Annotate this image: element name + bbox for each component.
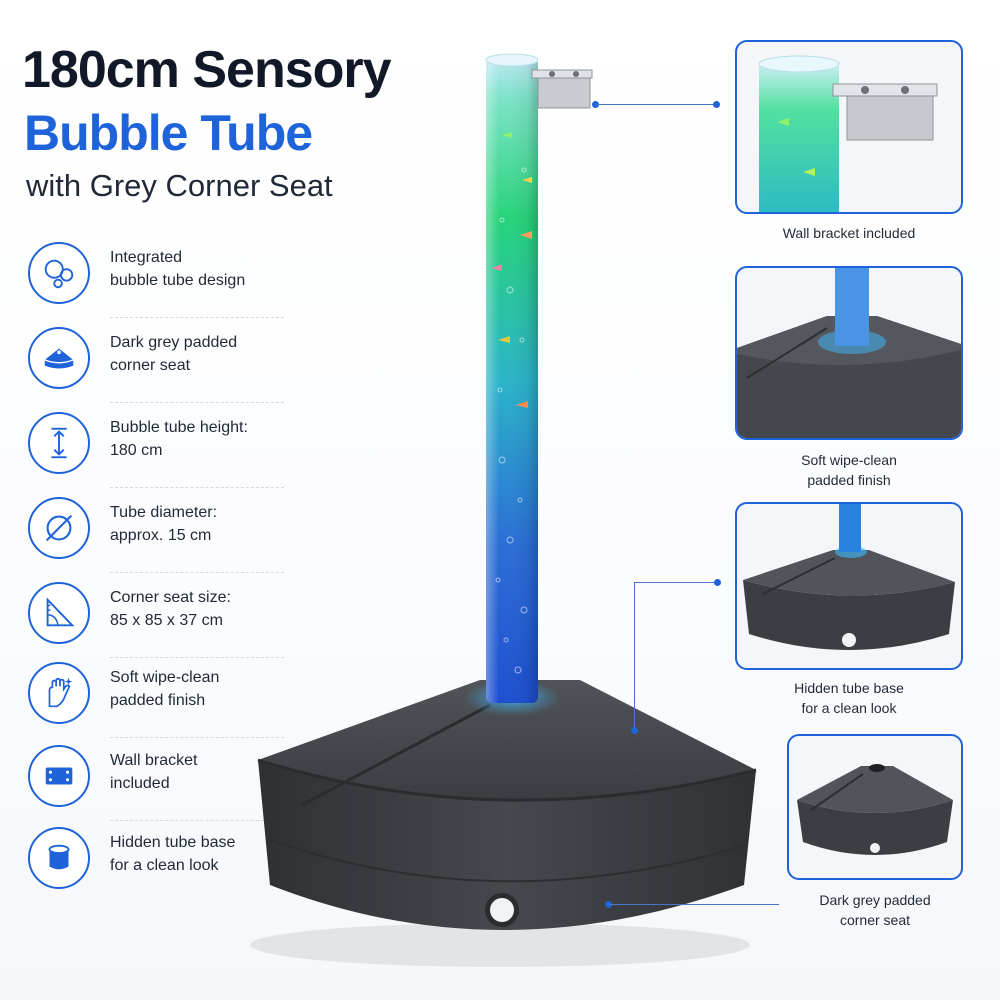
corner-seat-icon <box>28 327 90 389</box>
feature-line-2: 85 x 85 x 37 cm <box>110 612 223 629</box>
feature-wall-bracket: Wall bracket included <box>24 745 284 821</box>
connector-line <box>596 104 716 105</box>
connector-line <box>634 582 718 583</box>
feature-line-2: for a clean look <box>110 857 219 874</box>
callout-hidden-base <box>735 502 963 670</box>
connector-line <box>634 582 635 729</box>
divider <box>110 317 284 318</box>
feature-line-2: 180 cm <box>110 442 163 459</box>
feature-line-1: Soft wipe-clean <box>110 669 220 686</box>
caption-corner-seat: Dark grey padded corner seat <box>819 892 931 928</box>
callout-corner-seat <box>787 734 963 880</box>
feature-seat-size: Corner seat size: 85 x 85 x 37 cm <box>24 582 284 658</box>
connector-line <box>609 904 779 905</box>
divider <box>110 820 284 821</box>
divider <box>110 657 284 658</box>
callout-wall-bracket <box>735 40 963 214</box>
feature-line-1: Wall bracket <box>110 752 198 769</box>
wall-bracket-closeup-image <box>758 55 938 212</box>
divider <box>110 572 284 573</box>
connector-dot <box>713 101 720 108</box>
feature-corner-seat: Dark grey padded corner seat <box>24 327 284 403</box>
product-image-bubble-tube <box>250 53 757 967</box>
title-line-2: Bubble Tube <box>24 105 313 161</box>
caption-wall-bracket: Wall bracket included <box>782 225 916 241</box>
caption-hidden-base: Hidden tube base for a clean look <box>794 680 904 716</box>
divider <box>110 487 284 488</box>
connector-dot <box>631 727 638 734</box>
feature-line-2: bubble tube design <box>110 272 246 289</box>
feature-line-2: corner seat <box>110 357 191 374</box>
feature-line-1: Tube diameter: <box>110 504 218 521</box>
feature-wipe-clean: Soft wipe-clean padded finish <box>24 662 284 738</box>
feature-line-1: Integrated <box>110 249 183 266</box>
feature-line-1: Corner seat size: <box>110 589 231 606</box>
feature-hidden-base: Hidden tube base for a clean look <box>24 827 284 903</box>
feature-line-1: Dark grey padded <box>110 334 238 351</box>
feature-line-1: Bubble tube height: <box>110 419 248 436</box>
feature-tube-height: Bubble tube height: 180 cm <box>24 412 284 488</box>
feature-line-2: approx. 15 cm <box>110 527 212 544</box>
caption-wipe-clean: Soft wipe-clean padded finish <box>801 452 897 488</box>
feature-line-1: Hidden tube base <box>110 834 236 851</box>
feature-tube-diameter: Tube diameter: approx. 15 cm <box>24 497 284 573</box>
hidden-base-image <box>743 504 955 650</box>
diameter-icon <box>28 497 90 559</box>
cylinder-icon <box>28 827 90 889</box>
height-arrow-icon <box>28 412 90 474</box>
connector-dot <box>592 101 599 108</box>
corner-seat-image <box>797 764 953 855</box>
divider <box>110 737 284 738</box>
feature-line-2: padded finish <box>110 692 206 709</box>
feature-line-2: included <box>110 775 170 792</box>
triangle-ruler-icon <box>28 582 90 644</box>
title-line-3: with Grey Corner Seat <box>26 168 333 203</box>
wall-bracket-icon <box>28 745 90 807</box>
title-line-1: 180cm Sensory <box>22 41 392 99</box>
connector-dot <box>714 579 721 586</box>
callout-wipe-clean <box>735 266 963 440</box>
divider <box>110 402 284 403</box>
connector-dot <box>605 901 612 908</box>
bubbles-icon <box>28 242 90 304</box>
hand-wipe-icon <box>28 662 90 724</box>
feature-bubble-design: Integrated bubble tube design <box>24 242 284 318</box>
seat-closeup-image <box>737 268 961 438</box>
